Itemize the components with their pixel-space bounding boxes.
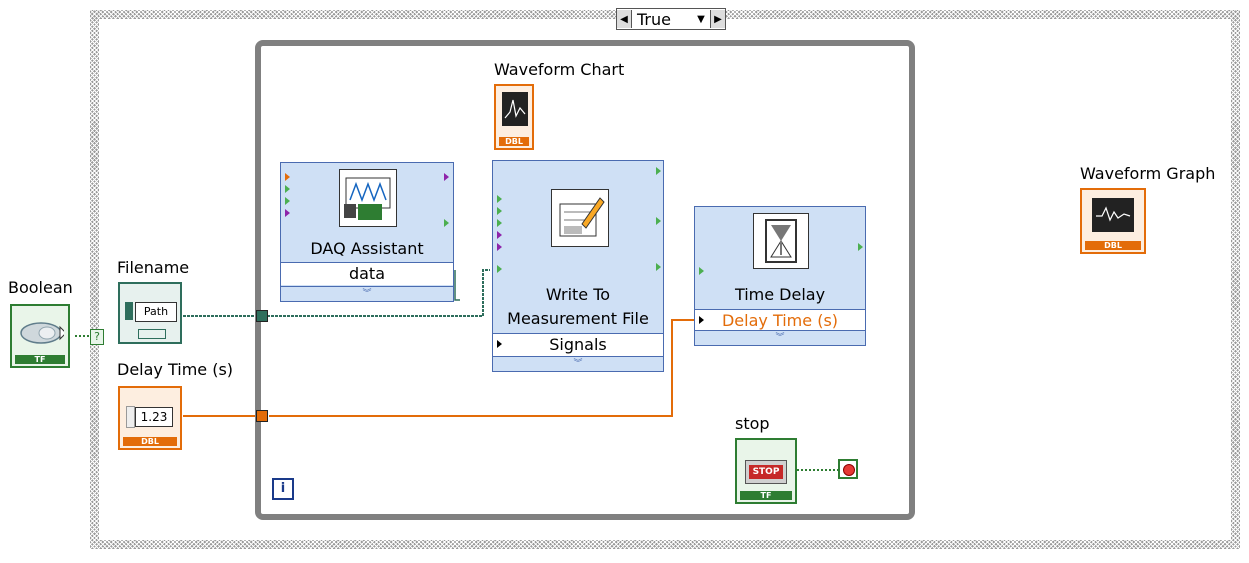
delay-time-label: Delay Time (s) bbox=[117, 360, 234, 379]
waveform-graph-label: Waveform Graph bbox=[1080, 164, 1216, 183]
write-file-output-pin[interactable] bbox=[656, 217, 661, 225]
signals-input-pin[interactable] bbox=[497, 340, 502, 348]
write-file-input-pin[interactable] bbox=[497, 231, 502, 239]
case-selector-terminal-icon: ? bbox=[90, 329, 104, 345]
delay-time-input-pin[interactable] bbox=[699, 316, 704, 324]
delay-type-tag: DBL bbox=[123, 437, 177, 446]
write-file-output-pin[interactable] bbox=[656, 263, 661, 271]
filename-value: Path bbox=[135, 302, 177, 322]
daq-input-pin[interactable] bbox=[285, 185, 290, 193]
daq-input-pin[interactable] bbox=[285, 197, 290, 205]
write-file-output-pin[interactable] bbox=[656, 167, 661, 175]
loop-condition-terminal[interactable] bbox=[838, 459, 858, 479]
chart-icon bbox=[502, 92, 528, 126]
waveform-graph-type-tag: DBL bbox=[1085, 241, 1141, 250]
waveform-chart-type-tag: DBL bbox=[499, 137, 529, 146]
stop-label: stop bbox=[735, 414, 770, 433]
delay-wire-inner bbox=[269, 319, 694, 417]
daq-input-pin[interactable] bbox=[285, 209, 290, 217]
data-wire bbox=[454, 270, 460, 301]
case-prev-arrow-icon[interactable]: ◀ bbox=[617, 10, 632, 28]
daq-assistant-title: DAQ Assistant bbox=[310, 239, 424, 258]
time-delay-title: Time Delay bbox=[734, 285, 826, 304]
stop-button-text: STOP bbox=[749, 465, 783, 479]
daq-data-terminal[interactable]: data bbox=[281, 262, 453, 285]
boolean-control-terminal[interactable]: TF bbox=[10, 304, 70, 368]
case-structure-border-left bbox=[90, 10, 99, 549]
daq-input-pin[interactable] bbox=[285, 173, 290, 181]
stop-button-icon: STOP bbox=[745, 460, 787, 484]
time-delay-input-pin[interactable] bbox=[699, 267, 704, 275]
stop-control-terminal[interactable]: STOP TF bbox=[735, 438, 797, 504]
iteration-terminal: i bbox=[272, 478, 294, 500]
filename-label: Filename bbox=[117, 258, 190, 277]
path-wire-inner bbox=[267, 269, 490, 317]
waveform-graph-terminal[interactable]: DBL bbox=[1080, 188, 1146, 254]
write-file-input-pin[interactable] bbox=[497, 243, 502, 251]
daq-icon bbox=[339, 169, 397, 227]
write-file-signals-terminal[interactable]: Signals bbox=[493, 333, 663, 356]
write-file-input-pin[interactable] bbox=[497, 207, 502, 215]
while-loop-frame[interactable] bbox=[255, 40, 915, 520]
case-dropdown-icon[interactable]: ▼ bbox=[697, 13, 705, 25]
toggle-switch-icon bbox=[20, 322, 64, 344]
write-measurement-file-vi[interactable]: Write To Measurement File Signals ︾ bbox=[492, 160, 664, 372]
case-selector-label: True bbox=[637, 9, 671, 29]
case-next-arrow-icon[interactable]: ▶ bbox=[710, 10, 725, 28]
daq-output-pin[interactable] bbox=[444, 173, 449, 181]
path-icon bbox=[125, 302, 133, 320]
time-delay-expand-icon[interactable]: ︾ bbox=[695, 330, 865, 345]
daq-assistant-vi[interactable]: DAQ Assistant data ︾ bbox=[280, 162, 454, 302]
delay-time-value: 1.23 bbox=[135, 407, 173, 427]
time-delay-vi[interactable]: Time Delay Delay Time (s) ︾ bbox=[694, 206, 866, 346]
graph-icon bbox=[1092, 198, 1134, 232]
path-type-icon bbox=[138, 329, 166, 339]
write-file-title-line2: Measurement File bbox=[507, 309, 649, 328]
numeric-increment-icon bbox=[126, 406, 135, 428]
time-delay-terminal[interactable]: Delay Time (s) bbox=[695, 309, 865, 332]
waveform-chart-label: Waveform Chart bbox=[494, 60, 625, 79]
write-file-input-pin[interactable] bbox=[497, 219, 502, 227]
hourglass-icon bbox=[753, 213, 809, 269]
delay-tunnel bbox=[256, 410, 268, 422]
write-file-input-pin[interactable] bbox=[497, 195, 502, 203]
stop-if-true-icon bbox=[843, 464, 855, 476]
daq-expand-icon[interactable]: ︾ bbox=[281, 286, 453, 301]
write-file-title-line1: Write To bbox=[545, 285, 611, 304]
write-file-expand-icon[interactable]: ︾ bbox=[493, 356, 663, 371]
waveform-chart-terminal[interactable]: DBL bbox=[494, 84, 534, 150]
daq-output-pin[interactable] bbox=[444, 219, 449, 227]
path-tunnel bbox=[256, 310, 268, 322]
boolean-type-tag: TF bbox=[15, 355, 65, 364]
case-structure-border-bottom bbox=[90, 540, 1240, 549]
filename-control-terminal[interactable]: Path bbox=[118, 282, 182, 344]
case-structure-border-right bbox=[1231, 10, 1240, 549]
write-file-icon bbox=[551, 189, 609, 247]
time-delay-output-pin[interactable] bbox=[858, 243, 863, 251]
case-selector[interactable]: ◀ True ▼ ▶ bbox=[616, 8, 726, 30]
delay-time-control-terminal[interactable]: 1.23 DBL bbox=[118, 386, 182, 450]
stop-type-tag: TF bbox=[740, 491, 792, 500]
write-file-input-pin[interactable] bbox=[497, 265, 502, 273]
boolean-label: Boolean bbox=[8, 278, 73, 297]
